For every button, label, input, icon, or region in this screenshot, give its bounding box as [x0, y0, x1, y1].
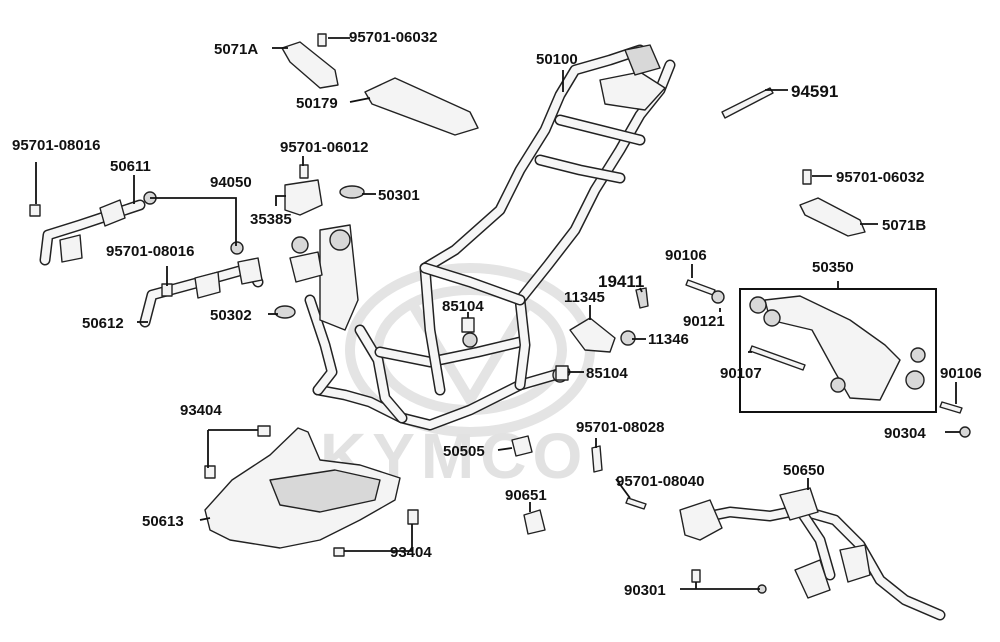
part-85104-drawing	[461, 317, 475, 333]
part-5071a-drawing	[281, 41, 339, 89]
part-screw-06012-drawing	[299, 164, 309, 179]
label-50505: 50505	[443, 443, 485, 460]
main-frame-drawing	[289, 44, 676, 431]
label-11346: 11346	[648, 331, 689, 348]
label-50350: 50350	[812, 259, 854, 276]
part-93404b-drawing	[204, 465, 216, 479]
label-50650: 50650	[783, 462, 825, 479]
part-screw-06032b-drawing	[802, 169, 812, 185]
part-90106b-drawing	[939, 401, 963, 414]
label-50179: 50179	[296, 95, 338, 112]
part-11345-drawing	[569, 317, 616, 353]
label-35385: 35385	[250, 211, 292, 228]
label-95701-08040: 95701-08040	[616, 473, 704, 490]
label-85104-upper: 85104	[442, 298, 484, 315]
label-95701-06032-top: 95701-06032	[349, 29, 437, 46]
part-93404-drawing	[257, 425, 271, 437]
label-95701-08028: 95701-08028	[576, 419, 664, 436]
label-85104-lower: 85104	[586, 365, 628, 382]
label-50100: 50100	[536, 51, 578, 68]
part-90107-drawing	[749, 345, 806, 371]
part-screw-08016-drawing	[29, 204, 41, 217]
part-50612-drawing	[139, 257, 264, 328]
part-93404c-drawing	[407, 509, 419, 525]
label-95701-06032-right: 95701-06032	[836, 169, 924, 186]
part-95701-08040-drawing	[625, 497, 647, 510]
label-90304: 90304	[884, 425, 926, 442]
label-93404-lower: 93404	[390, 544, 432, 561]
part-90121-drawing	[711, 290, 725, 304]
part-50301-drawing	[339, 185, 365, 199]
part-50505-drawing	[511, 435, 533, 457]
label-90301: 90301	[624, 582, 666, 599]
label-95701-08016-left: 95701-08016	[12, 137, 100, 154]
part-50302-drawing	[274, 305, 296, 319]
part-90106-drawing	[685, 279, 716, 296]
label-50611: 50611	[110, 158, 151, 175]
part-11346-drawing	[620, 330, 636, 346]
part-90301-drawing	[691, 569, 701, 583]
label-90121: 90121	[683, 313, 725, 330]
part-screw-08016b-drawing	[161, 283, 173, 297]
part-85104b-drawing	[555, 365, 569, 381]
label-90107: 90107	[720, 365, 762, 382]
part-95701-08028-drawing	[591, 445, 603, 473]
label-50612: 50612	[82, 315, 124, 332]
leader-lines	[35, 37, 960, 590]
part-50179-drawing	[364, 77, 479, 136]
part-screw-06032-drawing	[317, 33, 327, 47]
label-94591: 94591	[791, 82, 838, 101]
part-50650-drawing	[679, 487, 946, 621]
part-50611-drawing	[39, 191, 244, 266]
part-90651-drawing	[523, 509, 546, 535]
part-labels: 5071A 95701-06032 50179 50100 94591 9570…	[12, 29, 982, 599]
label-90106-right: 90106	[940, 365, 982, 382]
part-94591-drawing	[721, 87, 774, 119]
label-95701-08016-mid: 95701-08016	[106, 243, 194, 260]
label-19411: 19411	[598, 272, 644, 291]
label-90106-top: 90106	[665, 247, 707, 264]
label-94050: 94050	[210, 174, 252, 191]
label-90651: 90651	[505, 487, 547, 504]
part-35385-drawing	[284, 179, 323, 216]
label-93404-upper: 93404	[180, 402, 222, 419]
label-5071a: 5071A	[214, 41, 258, 58]
part-5071b-drawing	[799, 197, 866, 237]
part-19411-drawing	[635, 287, 649, 309]
label-50613: 50613	[142, 513, 184, 530]
part-93404d-drawing	[333, 547, 345, 557]
label-11345: 11345	[564, 289, 605, 306]
label-50302: 50302	[210, 307, 252, 324]
label-5071b: 5071B	[882, 217, 926, 234]
part-90304-drawing	[959, 426, 971, 438]
part-50350-drawing	[749, 295, 926, 401]
label-50301: 50301	[378, 187, 420, 204]
label-95701-06012: 95701-06012	[280, 139, 368, 156]
